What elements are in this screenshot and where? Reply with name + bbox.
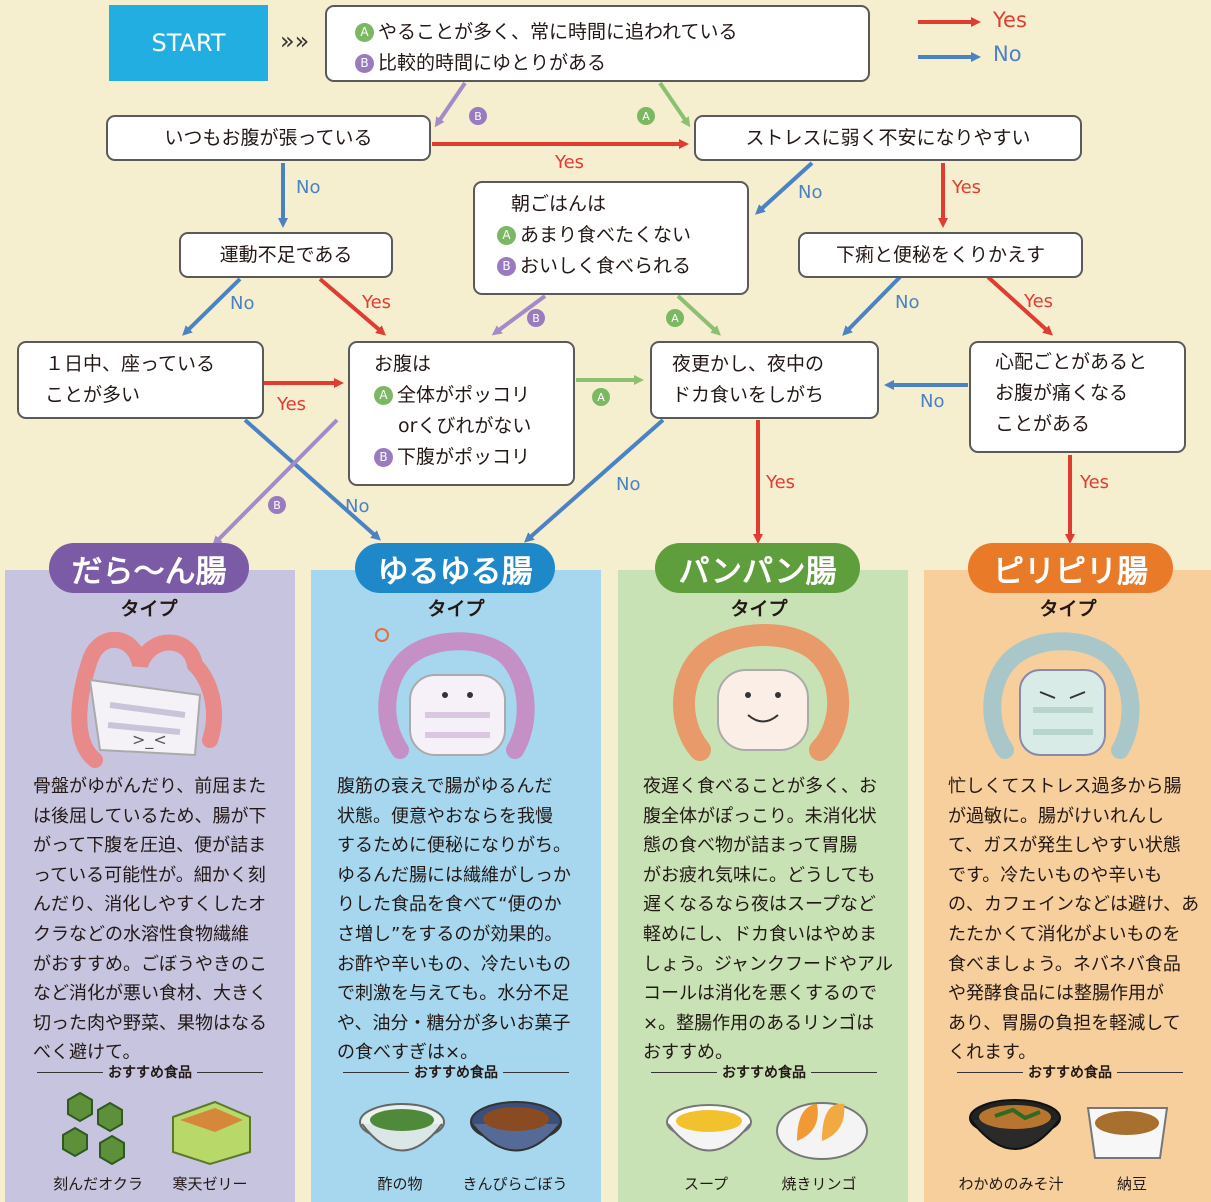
svg-text:>_<: >_< xyxy=(132,730,167,750)
food-name: 寒天ゼリー xyxy=(172,1175,248,1193)
arrow-badge-b: B xyxy=(532,312,540,325)
type-subtitle: タイプ xyxy=(1039,598,1097,620)
natto-image xyxy=(1086,1107,1169,1159)
arrow-label-yes: Yes xyxy=(951,177,981,198)
type-subtitle: タイプ xyxy=(427,598,485,620)
arrow-label-yes: Yes xyxy=(1023,291,1053,312)
type-column-darann xyxy=(5,570,295,1202)
okra-image xyxy=(62,1091,125,1166)
start-label: START xyxy=(109,5,268,81)
type-description-yuruyuru: 腹筋の衰えで腸がゆるんだ状態。便意やおならを我慢するために便秘になりがち。ゆるん… xyxy=(337,776,571,1064)
recommended-header: おすすめ食品 xyxy=(32,1062,268,1082)
type-name-piripiri: ピリピリ腸 xyxy=(968,543,1173,593)
legend-yes: Yes xyxy=(993,8,1027,32)
q1-option-a: やることが多く、常に時間に追われている xyxy=(378,21,738,43)
q9-line-1: 夜更かし、夜中の xyxy=(672,353,825,375)
intestine-illustration-panpan xyxy=(673,624,850,761)
q8-title: お腹は xyxy=(374,353,432,375)
agar-jelly-image xyxy=(172,1100,251,1166)
arrow-label-no: No xyxy=(920,391,944,412)
type-subtitle: タイプ xyxy=(730,598,788,620)
legend-no: No xyxy=(993,42,1022,66)
type-name-yuruyuru: ゆるゆる腸 xyxy=(355,543,555,593)
arrow-badge-b: B xyxy=(474,110,482,123)
question-10: 心配ごとがあると お腹が痛くなる ことがある xyxy=(969,341,1186,453)
food-name: 酢の物 xyxy=(377,1175,423,1193)
food-name: わかめのみそ汁 xyxy=(958,1175,1064,1193)
q3-text: ストレスに弱く不安になりやすい xyxy=(745,126,1031,149)
food-name: 焼きリンゴ xyxy=(781,1175,857,1193)
q4-title: 朝ごはんは xyxy=(511,193,607,215)
miso-soup-image xyxy=(969,1099,1061,1150)
arrow-label-no: No xyxy=(230,293,254,314)
arrow-label-no: No xyxy=(798,182,822,203)
option-a-badge: A xyxy=(374,386,393,405)
arrow-badge-a: A xyxy=(671,312,679,325)
kinpira-image xyxy=(470,1101,562,1152)
type-name-darann: だら～ん腸 xyxy=(49,543,249,593)
q2-text: いつもお腹が張っている xyxy=(164,126,373,149)
q1-option-b: 比較的時間にゆとりがある xyxy=(378,52,607,74)
q8-option-b: 下腹がポッコリ xyxy=(397,446,531,468)
q10-line-2: お腹が痛くなる xyxy=(995,382,1129,404)
option-b-badge: B xyxy=(355,54,374,73)
q10-line-3: ことがある xyxy=(995,413,1091,435)
arrow-label-yes: Yes xyxy=(1079,472,1109,493)
question-2: いつもお腹が張っている xyxy=(106,115,431,161)
q5-text: 運動不足である xyxy=(219,243,353,266)
baked-apple-image xyxy=(776,1102,868,1160)
vinegared-dish-image xyxy=(359,1103,445,1152)
arrow-label-no: No xyxy=(616,474,640,495)
question-3: ストレスに弱く不安になりやすい xyxy=(694,115,1082,161)
intestine-illustration-darann: >_< xyxy=(71,632,223,768)
q8-option-a-2: orくびれがない xyxy=(398,415,532,437)
option-b-badge: B xyxy=(374,448,393,467)
q9-line-2: ドカ食いをしがち xyxy=(672,384,825,406)
recommended-header: おすすめ食品 xyxy=(646,1062,882,1082)
arrow-label-yes: Yes xyxy=(276,394,306,415)
arrow-label-yes: Yes xyxy=(765,472,795,493)
q6-text: 下痢と便秘をくりかえす xyxy=(835,243,1045,266)
food-name: 刻んだオクラ xyxy=(53,1175,143,1193)
food-name: きんぴらごぼう xyxy=(462,1175,568,1193)
q7-line-1: １日中、座っている xyxy=(45,353,216,375)
intestine-illustration-piripiri xyxy=(983,632,1140,759)
type-description-panpan: 夜遅く食べることが多く、お腹全体がぽっこり。未消化状態の食べ物が詰まって胃腸がお… xyxy=(643,776,894,1064)
food-name: スープ xyxy=(683,1175,729,1193)
option-a-badge: A xyxy=(497,226,516,245)
option-a-badge: A xyxy=(355,23,374,42)
q8-option-a-1: 全体がポッコリ xyxy=(397,384,531,406)
q10-line-1: 心配ごとがあると xyxy=(995,351,1148,373)
option-b-badge: B xyxy=(497,257,516,276)
arrow-badge-a: A xyxy=(597,391,605,404)
q7-line-2: ことが多い xyxy=(45,384,141,406)
question-7: １日中、座っている ことが多い xyxy=(17,341,264,419)
type-subtitle: タイプ xyxy=(120,598,178,620)
arrow-badge-a: A xyxy=(642,110,650,123)
recommended-header: おすすめ食品 xyxy=(338,1062,574,1082)
arrow-label-no: No xyxy=(296,177,320,198)
arrow-label-yes: Yes xyxy=(361,292,391,313)
chevrons-icon: »» xyxy=(280,27,310,55)
type-name-panpan: パンパン腸 xyxy=(655,543,860,593)
food-name: 納豆 xyxy=(1116,1175,1147,1193)
q4-option-a: あまり食べたくない xyxy=(520,224,692,246)
type-description-piripiri: 忙しくてストレス過多から腸が過敏に。腸がけいれんして、ガスが発生しやすい状態です… xyxy=(948,776,1200,1064)
q4-option-b: おいしく食べられる xyxy=(520,255,692,277)
recommended-header: おすすめ食品 xyxy=(952,1062,1188,1082)
intestine-illustration-yuruyuru xyxy=(375,628,535,759)
arrow-badge-b: B xyxy=(273,499,281,512)
type-description-darann: 骨盤がゆがんだり、前屈または後屈しているため、腸が下がって下腹を圧迫、便が詰まっ… xyxy=(33,776,267,1064)
arrow-label-yes: Yes xyxy=(554,152,584,173)
soup-image xyxy=(666,1104,752,1152)
question-5: 運動不足である xyxy=(179,232,393,278)
question-6: 下痢と便秘をくりかえす xyxy=(798,232,1083,278)
arrow-label-no: No xyxy=(895,292,919,313)
question-9: 夜更かし、夜中の ドカ食いをしがち xyxy=(650,341,879,419)
arrow-label-no: No xyxy=(345,496,369,517)
